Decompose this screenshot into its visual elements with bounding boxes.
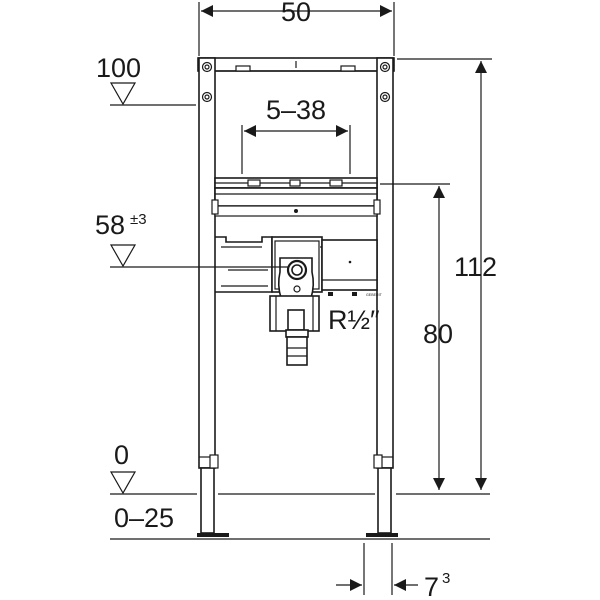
mount-hole bbox=[379, 61, 391, 73]
level-marker-100: 100 bbox=[96, 53, 196, 106]
label-level-58-tolerance: ±3 bbox=[130, 211, 147, 228]
right-upright bbox=[376, 57, 394, 469]
installation-frame: GEBERIT bbox=[197, 57, 398, 537]
level-marker-58: 58 ±3 bbox=[95, 210, 288, 268]
bracket-left bbox=[215, 236, 273, 293]
label-adjust-range: 5–38 bbox=[266, 95, 326, 125]
mount-hole bbox=[379, 91, 391, 103]
dimension-adjust: 5–38 bbox=[241, 95, 351, 174]
label-foot-offset-sup: 3 bbox=[442, 570, 450, 587]
left-upright bbox=[198, 57, 216, 469]
label-width: 50 bbox=[281, 0, 311, 27]
foot-right bbox=[377, 467, 392, 534]
mount-hole bbox=[201, 61, 213, 73]
pipe-outlet bbox=[286, 336, 308, 366]
label-pipe-thread: R½″ bbox=[328, 305, 380, 335]
control-box bbox=[321, 239, 378, 291]
cross-rail-lower bbox=[214, 187, 378, 207]
label-level-0: 0 bbox=[114, 440, 129, 470]
dimension-foot-offset: 7 3 bbox=[336, 543, 450, 600]
level-triangle bbox=[109, 244, 137, 268]
dimension-width: 50 bbox=[198, 0, 395, 56]
floor-range: 0–25 bbox=[110, 503, 490, 540]
level-marker-0: 0 bbox=[109, 440, 490, 495]
label-level-58: 58 bbox=[95, 210, 125, 240]
foot-left bbox=[200, 467, 215, 534]
drain-pipe bbox=[269, 257, 320, 366]
label-level-100: 100 bbox=[96, 53, 141, 83]
label-floor-range: 0–25 bbox=[114, 503, 174, 533]
level-triangle bbox=[109, 471, 137, 495]
label-height-112: 112 bbox=[454, 252, 497, 282]
dimension-height-112: 112 bbox=[397, 58, 497, 490]
label-height-80: 80 bbox=[423, 319, 453, 349]
level-triangle bbox=[109, 82, 137, 106]
dimension-height-80: 80 bbox=[380, 183, 453, 490]
feet bbox=[197, 454, 398, 537]
brand-logo: GEBERIT bbox=[366, 293, 383, 297]
label-foot-offset: 7 bbox=[424, 572, 439, 600]
mount-hole bbox=[201, 91, 213, 103]
